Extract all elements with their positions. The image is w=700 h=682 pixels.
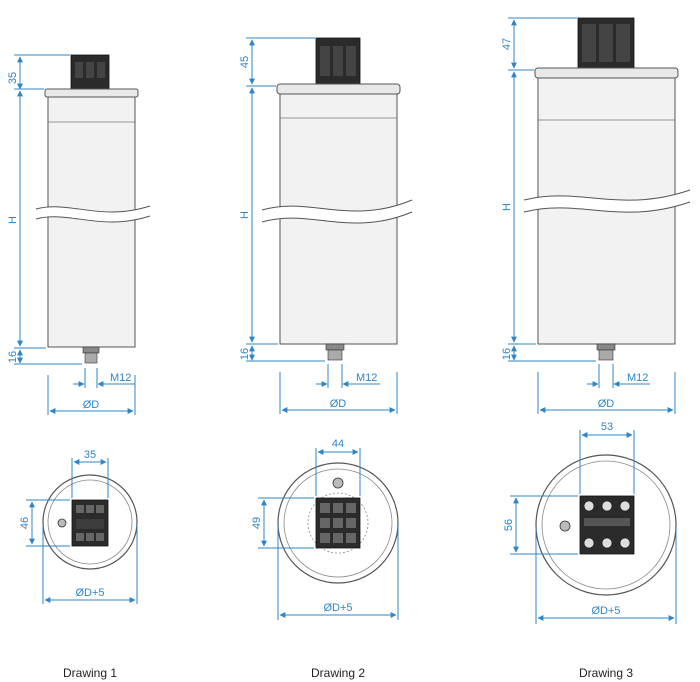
vent-plug xyxy=(57,518,67,528)
d3-height-label: H xyxy=(501,203,513,211)
d2-terminal-height-label: 45 xyxy=(239,56,251,68)
mounting-stud xyxy=(82,346,100,364)
d1-terminal-depth-label: 46 xyxy=(19,517,31,529)
terminal-block-top xyxy=(579,495,635,555)
drawing-2-top-view xyxy=(258,448,399,620)
lid xyxy=(534,67,679,79)
terminal-block xyxy=(577,17,635,69)
d2-stud-height-label: 16 xyxy=(239,348,251,360)
terminal-block-top xyxy=(315,497,361,549)
lid xyxy=(44,88,139,98)
d2-outer-diameter-label: ØD+5 xyxy=(323,602,352,614)
d1-stud-height-label: 16 xyxy=(7,351,19,363)
drawing-3-top-view xyxy=(510,430,677,624)
drawing-2-side-view xyxy=(246,37,413,414)
drawing-1-top-view xyxy=(26,458,138,604)
drawing-3-side-view xyxy=(508,17,691,414)
d1-terminal-height-label: 35 xyxy=(7,72,19,84)
d3-stud-height-label: 16 xyxy=(501,348,513,360)
d1-thread-label: M12 xyxy=(110,372,131,384)
drawing-1-side-view xyxy=(14,54,151,415)
d2-terminal-depth-label: 49 xyxy=(251,517,263,529)
d3-thread-label: M12 xyxy=(627,372,648,384)
mounting-stud xyxy=(325,343,345,361)
drawing-1-caption: Drawing 1 xyxy=(62,666,118,680)
vent-plug xyxy=(559,520,571,532)
d2-thread-label: M12 xyxy=(356,372,377,384)
d1-height-label: H xyxy=(7,216,19,224)
d3-diameter-label: ØD xyxy=(598,398,615,410)
d3-terminal-depth-label: 56 xyxy=(503,519,515,531)
d3-terminal-width-label: 53 xyxy=(601,421,613,433)
d2-height-label: H xyxy=(239,211,251,219)
d1-diameter-label: ØD xyxy=(83,399,100,411)
d1-terminal-width-label: 35 xyxy=(84,449,96,461)
d2-diameter-label: ØD xyxy=(330,398,347,410)
d3-outer-diameter-label: ØD+5 xyxy=(591,605,620,617)
vent-plug xyxy=(332,477,344,489)
terminal-block xyxy=(70,54,110,90)
terminal-block-top xyxy=(71,499,109,547)
drawing-3-caption: Drawing 3 xyxy=(578,666,634,680)
d2-terminal-width-label: 44 xyxy=(332,438,344,450)
lid xyxy=(276,83,401,95)
drawing-2-caption: Drawing 2 xyxy=(310,666,366,680)
mounting-stud xyxy=(596,343,616,361)
terminal-block xyxy=(315,37,361,85)
d3-terminal-height-label: 47 xyxy=(501,38,513,50)
d1-outer-diameter-label: ØD+5 xyxy=(75,587,104,599)
